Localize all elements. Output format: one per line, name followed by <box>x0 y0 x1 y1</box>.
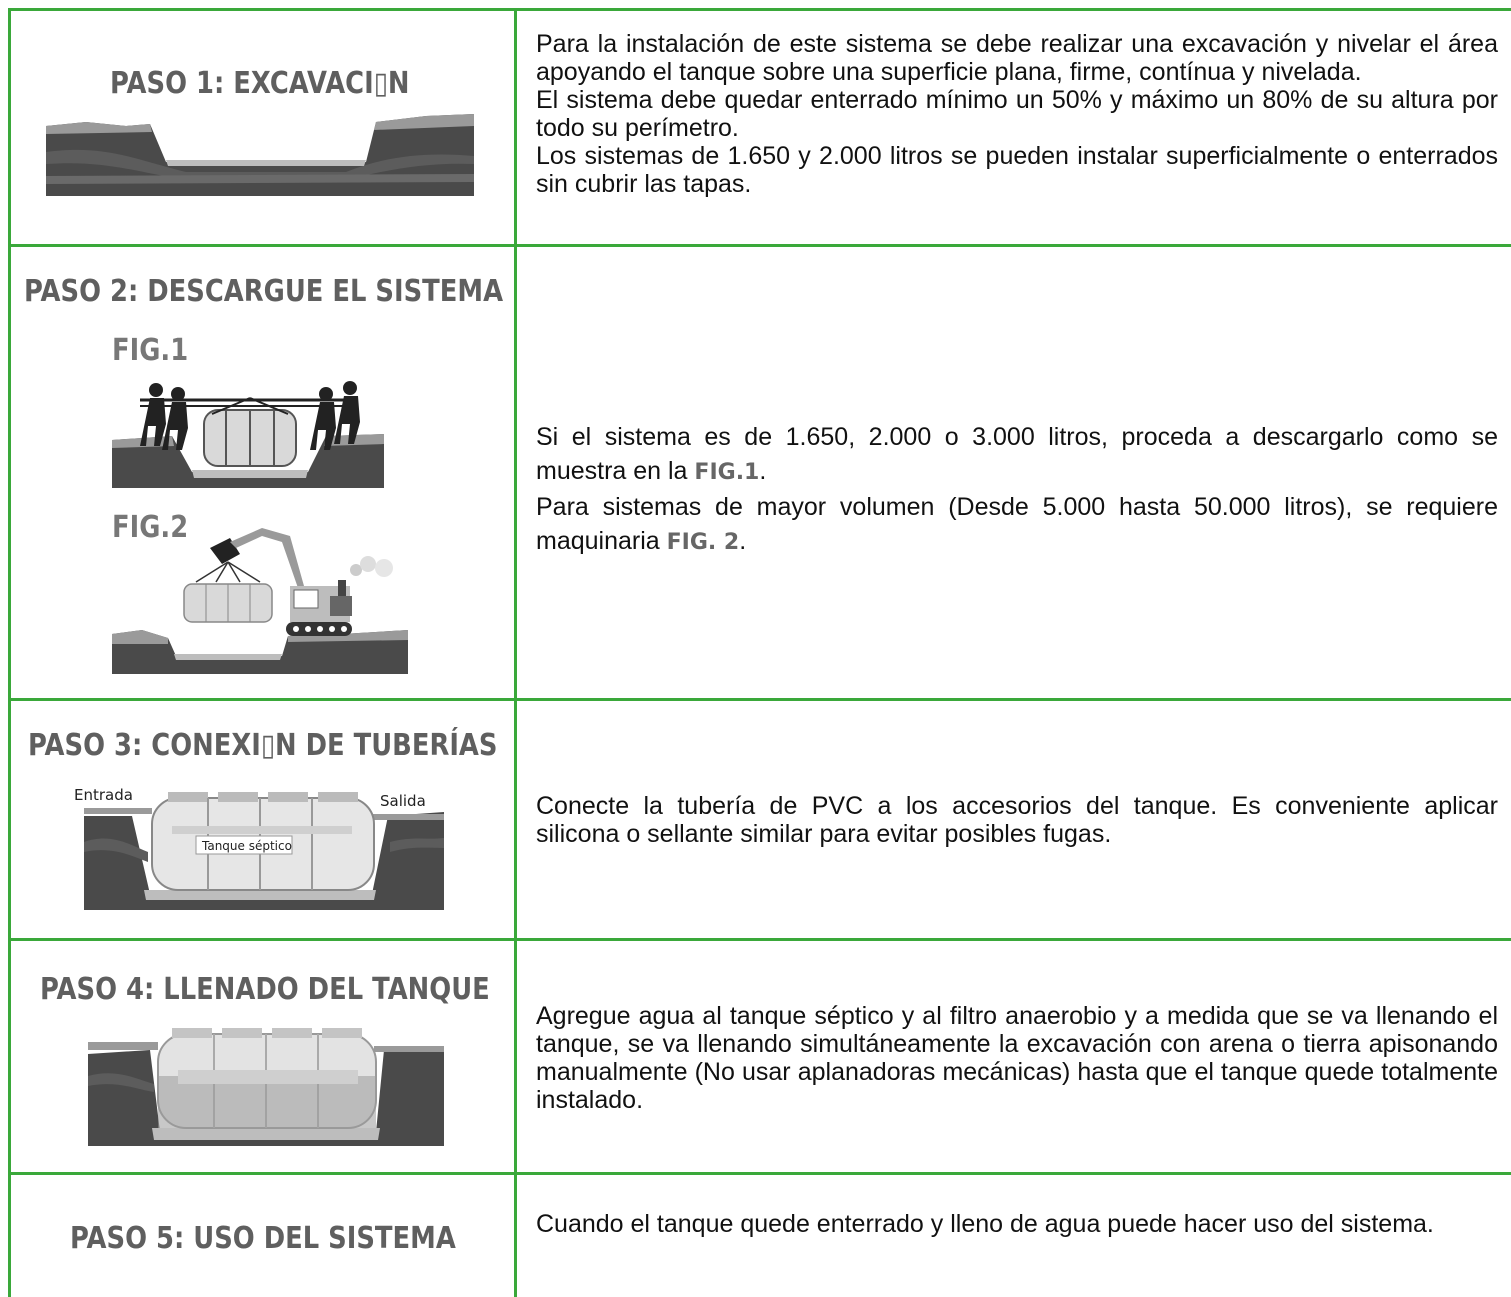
tank-label: Tanque séptico <box>201 839 292 853</box>
step1-line: El sistema debe quedar enterrado mínimo … <box>536 86 1498 142</box>
step3-text: Conecte la tubería de PVC a los accesori… <box>536 792 1498 848</box>
excavation-illustration <box>46 112 474 198</box>
step2-line: Si el sistema es de 1.650, 2.000 o 3.000… <box>536 420 1498 490</box>
step2-line1-text: Si el sistema es de 1.650, 2.000 o 3.000… <box>536 423 1498 485</box>
step2-line: Para sistemas de mayor volumen (Desde 5.… <box>536 490 1498 560</box>
step1-text: Para la instalación de este sistema se d… <box>536 30 1498 198</box>
step4-text: Agregue agua al tanque séptico y al filt… <box>536 1002 1498 1114</box>
fig2-reference: FIG. 2 <box>666 530 740 555</box>
step1-line: Para la instalación de este sistema se d… <box>536 30 1498 86</box>
step1-line: Los sistemas de 1.650 y 2.000 litros se … <box>536 142 1498 198</box>
step2-title: PASO 2: DESCARGUE EL SISTEMA <box>24 274 504 309</box>
step5-title: PASO 5: USO DEL SISTEMA <box>70 1221 456 1256</box>
row-divider <box>8 938 1511 941</box>
inlet-label: Entrada <box>74 786 133 804</box>
step5-text: Cuando el tanque quede enterrado y lleno… <box>536 1210 1434 1238</box>
step1-title: PASO 1: EXCAVACI▯N <box>110 66 410 101</box>
fig1-reference: FIG.1 <box>694 460 760 485</box>
pipe-connection-illustration: Tanque séptico Entrada Salida <box>74 786 444 910</box>
row-divider <box>8 244 1511 247</box>
fig2-label: FIG.2 <box>112 510 189 545</box>
column-divider-middle <box>514 8 517 1297</box>
outlet-label: Salida <box>380 792 426 810</box>
manual-unloading-illustration <box>112 381 384 488</box>
machine-unloading-illustration <box>112 528 408 674</box>
step2-text: Si el sistema es de 1.650, 2.000 o 3.000… <box>536 420 1498 560</box>
column-divider-left <box>8 8 11 1297</box>
step3-title: PASO 3: CONEXI▯N DE TUBERÍAS <box>28 728 498 763</box>
step4-title: PASO 4: LLENADO DEL TANQUE <box>40 972 490 1007</box>
row-divider <box>8 698 1511 701</box>
fig1-label: FIG.1 <box>112 333 189 368</box>
step2-line2-end: . <box>739 527 747 555</box>
row-divider <box>8 1172 1511 1175</box>
tank-filling-illustration <box>88 1028 444 1146</box>
step2-line1-end: . <box>759 457 767 485</box>
row-divider <box>8 8 1511 11</box>
step2-line2-text: Para sistemas de mayor volumen (Desde 5.… <box>536 493 1498 555</box>
